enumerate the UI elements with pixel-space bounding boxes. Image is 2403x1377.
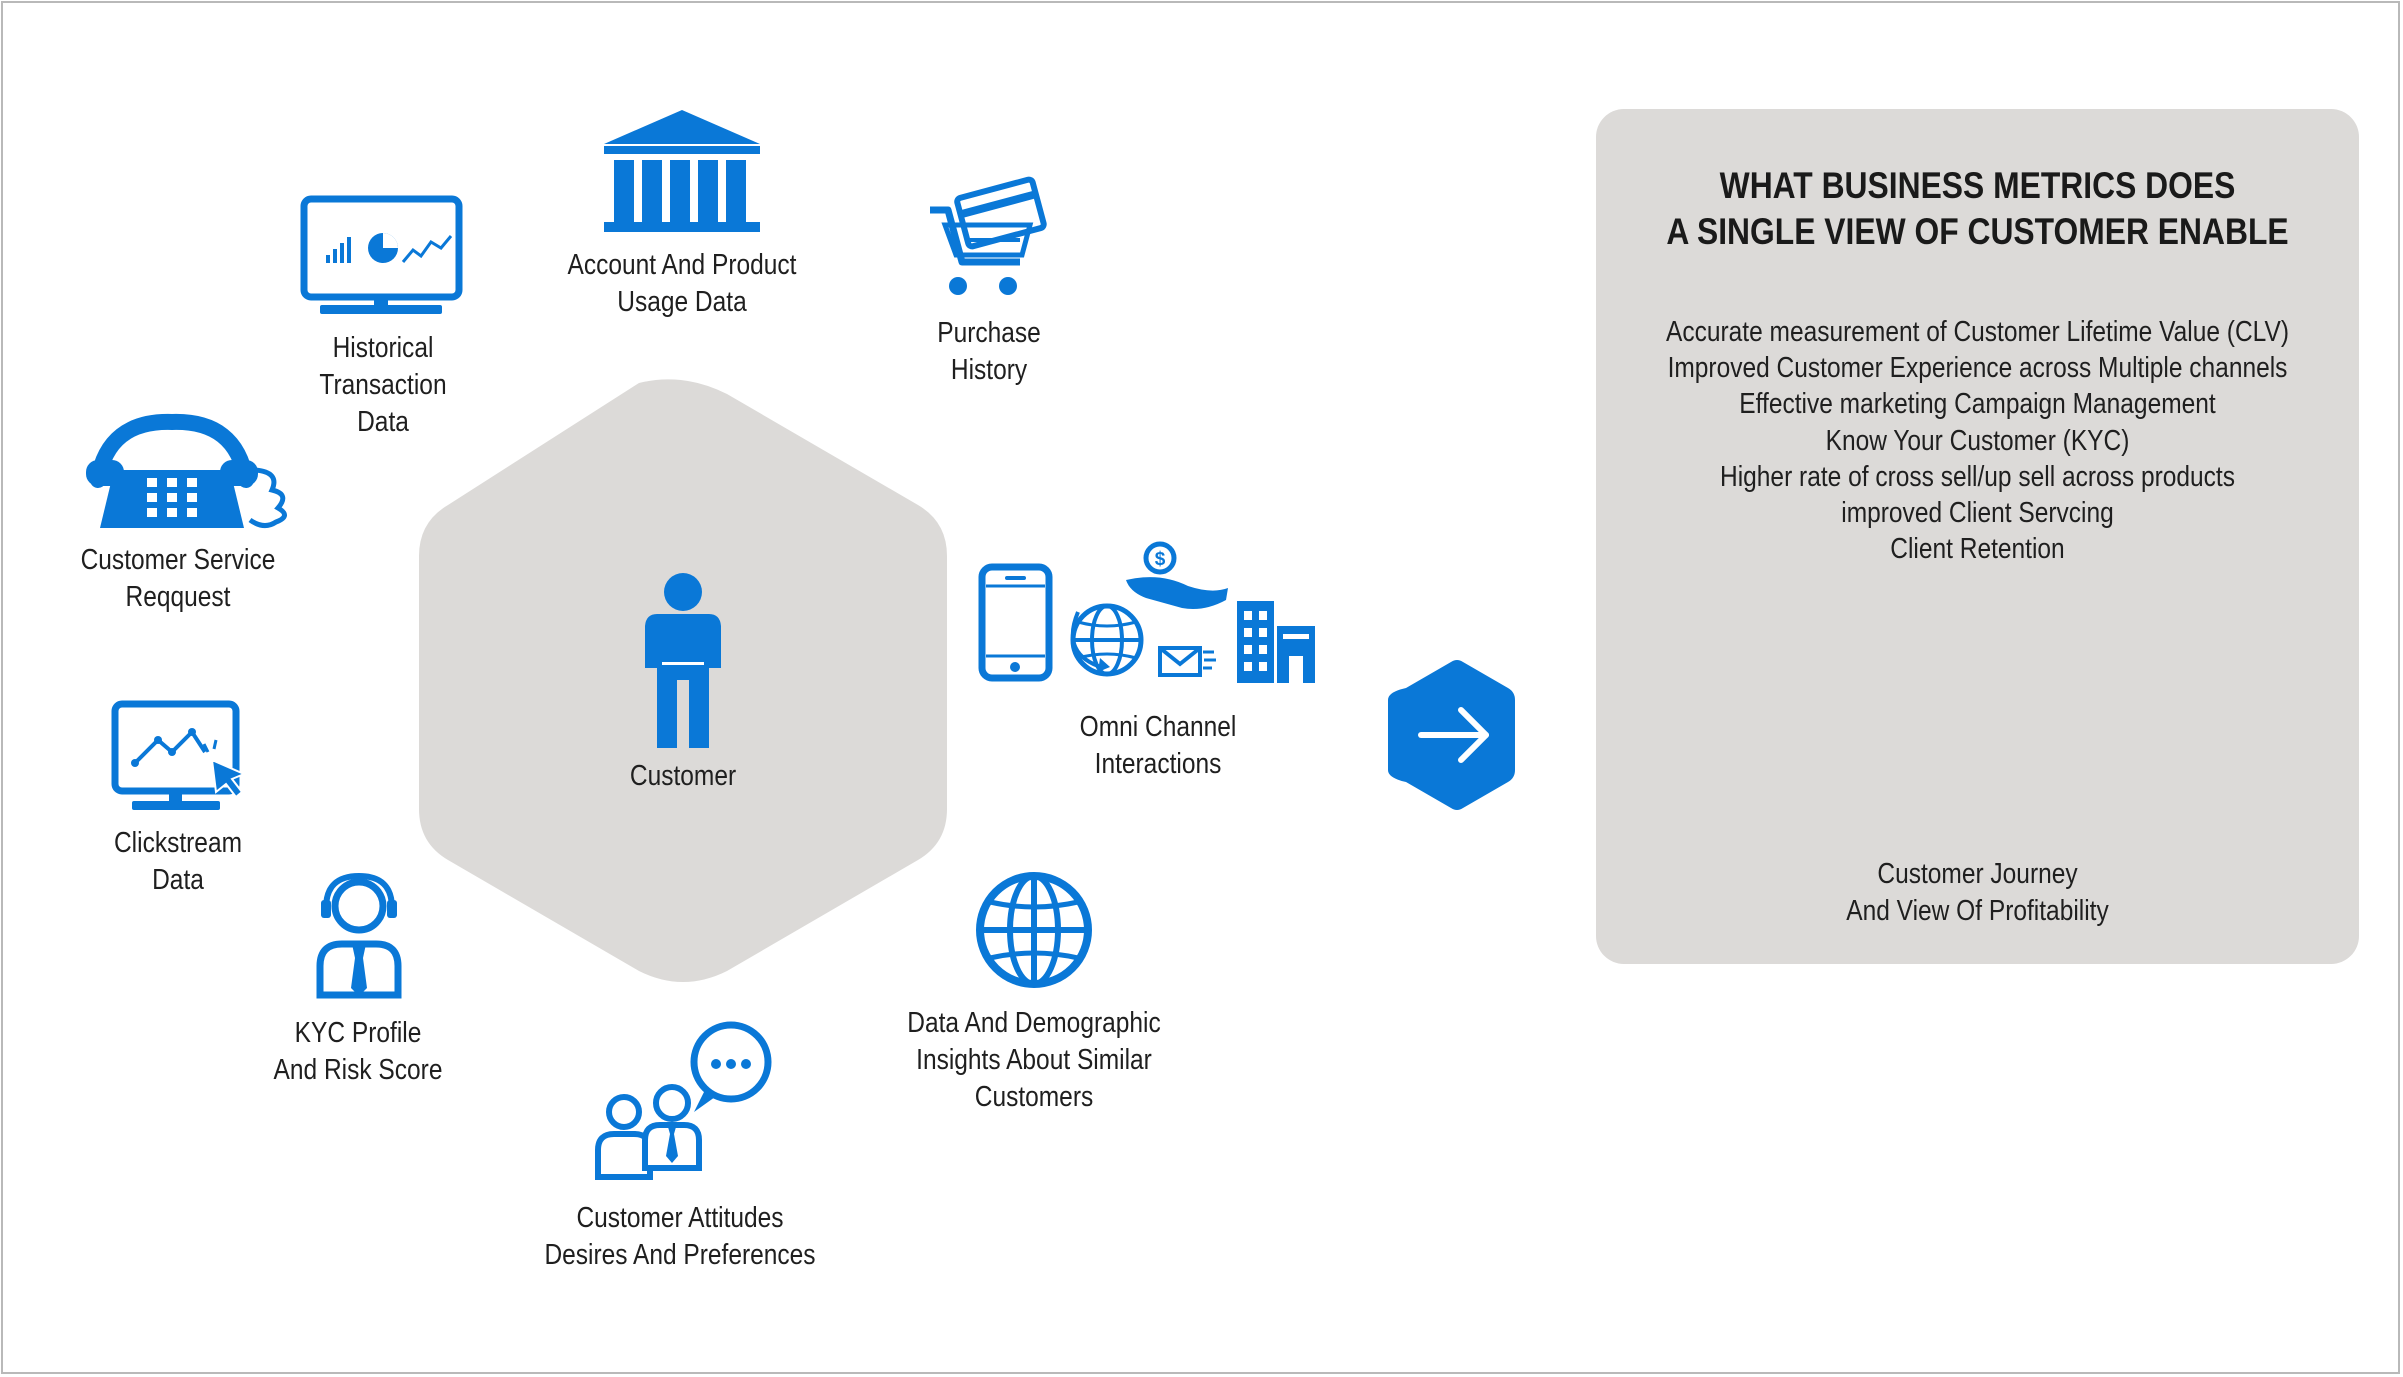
metric-item: Know Your Customer (KYC): [1825, 424, 2130, 457]
kyc-profile-label: KYC Profile And Risk Score: [273, 1017, 443, 1086]
metrics-panel: [1596, 109, 2359, 964]
hand-coin-icon: $: [1126, 541, 1228, 609]
metric-item: Higher rate of cross sell/up sell across…: [1720, 460, 2235, 493]
demographic-label: Data And Demographic Insights About Simi…: [907, 1007, 1161, 1113]
customer-attitudes-label: Customer Attitudes Desires And Preferenc…: [544, 1202, 816, 1271]
dashboard-label: Customer Journey And View Of Profitabili…: [1846, 858, 2109, 927]
customer-label: Customer: [629, 760, 737, 792]
omni-channel-label: Omni Channel Interactions: [1079, 711, 1237, 780]
customer-service-label: Customer Service Reqquest: [80, 544, 276, 613]
office-buildings-icon: [1237, 601, 1315, 683]
bank-icon: [604, 110, 760, 232]
metrics-title: WHAT BUSINESS METRICS DOES A SINGLE VIEW…: [1666, 165, 2289, 252]
monitor-chart-icon: [300, 195, 463, 314]
svg-text:$: $: [1155, 549, 1166, 570]
headset-agent-icon: [316, 872, 402, 999]
mobile-phone-icon: [978, 563, 1053, 682]
globe-icon: [976, 872, 1092, 988]
people-chat-icon: [595, 1021, 772, 1180]
metric-item: Effective marketing Campaign Management: [1739, 388, 2216, 421]
globe-mail-icon: [1070, 603, 1216, 677]
person-icon: [645, 573, 721, 748]
clickstream-label: Clickstream Data: [113, 827, 243, 896]
historical-transaction-label: Historical Transaction Data: [319, 332, 447, 438]
metric-item: Improved Customer Experience across Mult…: [1667, 352, 2288, 385]
metrics-list: Accurate measurement of Customer Lifetim…: [1649, 314, 2305, 567]
telephone-icon: [86, 413, 287, 528]
arrow-right-icon[interactable]: [1388, 660, 1515, 810]
metric-item: Accurate measurement of Customer Lifetim…: [1666, 316, 2289, 348]
metric-item: improved Client Servcing: [1841, 497, 2114, 530]
metric-item: Client Retention: [1890, 533, 2065, 566]
clickstream-monitor-icon: [111, 700, 247, 810]
account-product-label: Account And Product Usage Data: [567, 249, 797, 318]
shopping-cart-icon: [930, 176, 1047, 295]
customer-hexagon: [419, 379, 947, 982]
purchase-history-label: Purchase History: [937, 317, 1041, 386]
